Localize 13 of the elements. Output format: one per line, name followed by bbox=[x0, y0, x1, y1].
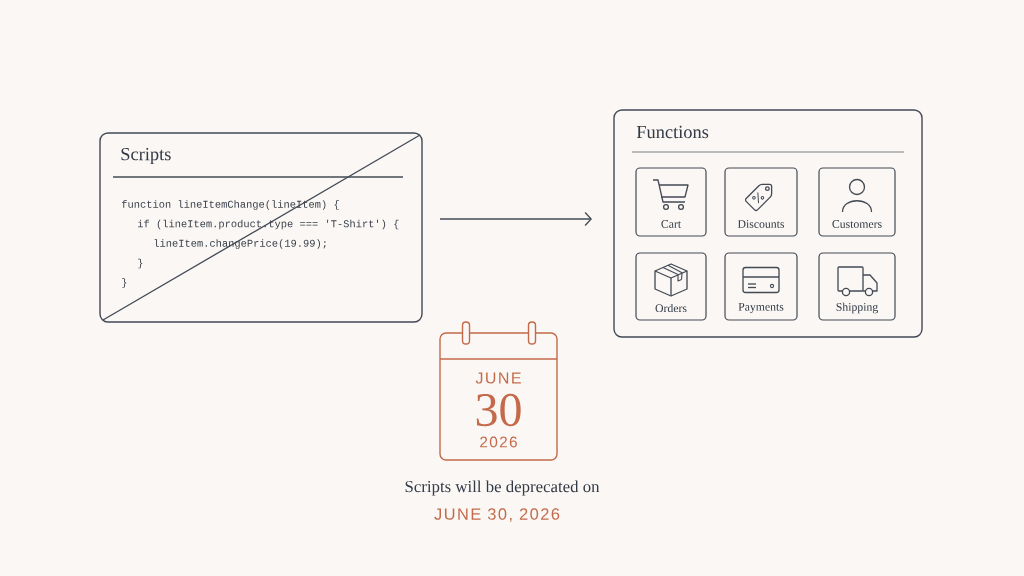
category-tile: Orders bbox=[635, 252, 707, 321]
panel-heading: Functions bbox=[636, 125, 709, 139]
arrow bbox=[439, 211, 592, 227]
category-tile: Discounts bbox=[724, 167, 798, 237]
deadline-date: JUNE 30, 2026 bbox=[434, 508, 560, 522]
code-line: } bbox=[122, 278, 127, 288]
category-tile: Shipping bbox=[818, 252, 896, 321]
category-tile: Customers bbox=[818, 167, 896, 237]
category-tile: Cart bbox=[635, 167, 707, 237]
caption-text: Scripts will be deprecated on bbox=[405, 480, 600, 496]
panel-heading: Scripts bbox=[121, 147, 171, 165]
category-tile: Payments bbox=[724, 252, 798, 321]
code-line: } bbox=[138, 258, 143, 269]
